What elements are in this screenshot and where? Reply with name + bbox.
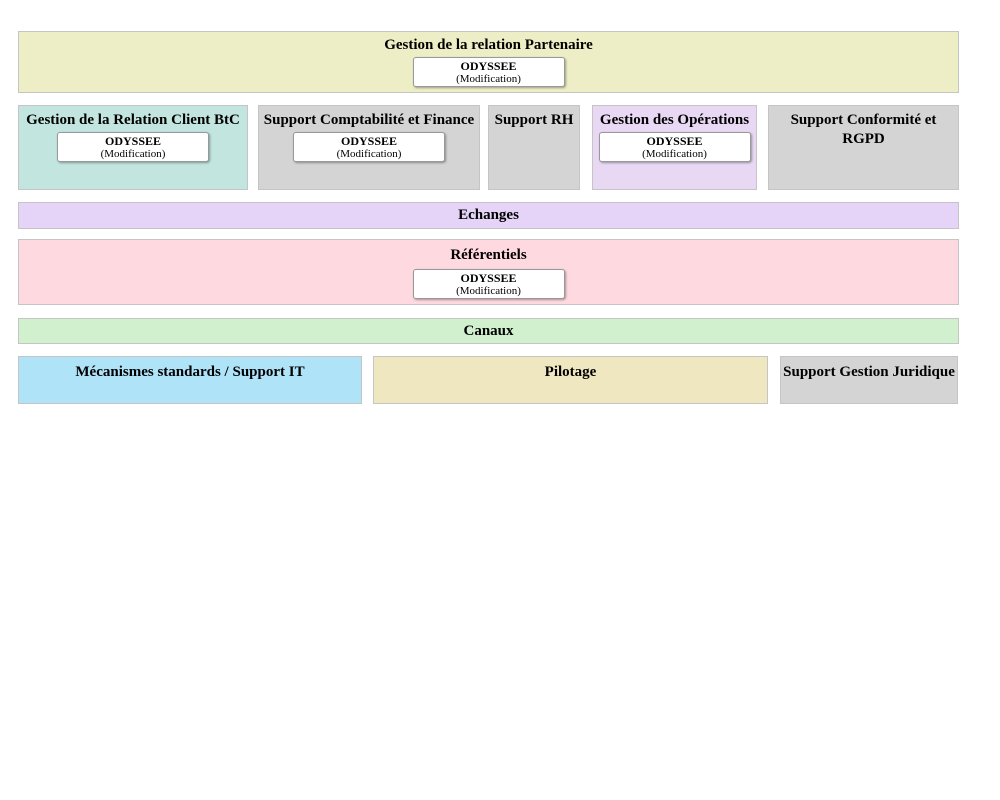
block-title: Mécanismes standards / Support IT (75, 364, 305, 380)
app-box-odyssee: ODYSSEE (Modification) (598, 132, 751, 162)
block-mecanismes-standards-support-it: Mécanismes standards / Support IT (18, 356, 362, 404)
app-box-odyssee: ODYSSEE (Modification) (412, 269, 565, 299)
block-title: Gestion des Opérations (599, 112, 750, 128)
app-name: ODYSSEE (340, 133, 398, 148)
block-pilotage: Pilotage (373, 356, 768, 404)
block-referentiels: Référentiels ODYSSEE (Modification) (18, 239, 959, 305)
block-title: Support Gestion Juridique (783, 364, 955, 380)
block-gestion-relation-client-btc: Gestion de la Relation Client BtC ODYSSE… (18, 105, 248, 190)
block-support-gestion-juridique: Support Gestion Juridique (780, 356, 958, 404)
block-support-comptabilite-finance: Support Comptabilité et Finance ODYSSEE … (258, 105, 480, 190)
app-name: ODYSSEE (646, 133, 703, 148)
app-name: ODYSSEE (460, 58, 517, 73)
block-title: Support Comptabilité et Finance (263, 112, 475, 128)
block-title: Référentiels (450, 247, 527, 263)
app-box-odyssee: ODYSSEE (Modification) (293, 132, 445, 162)
block-echanges: Echanges (18, 202, 959, 229)
app-box-odyssee: ODYSSEE (Modification) (412, 57, 565, 87)
block-support-conformite-rgpd: Support Conformité et RGPD (768, 105, 959, 190)
app-note: (Modification) (456, 72, 521, 85)
block-title: Gestion de la Relation Client BtC (26, 112, 240, 128)
app-note: (Modification) (100, 147, 166, 160)
block-title: Gestion de la relation Partenaire (384, 37, 593, 53)
app-name: ODYSSEE (104, 133, 162, 148)
block-title: Support RH (494, 112, 574, 128)
block-support-rh: Support RH (488, 105, 580, 190)
app-note: (Modification) (642, 147, 707, 160)
block-title: Pilotage (544, 364, 597, 380)
block-canaux: Canaux (18, 318, 959, 344)
app-note: (Modification) (336, 147, 402, 160)
block-title: Echanges (458, 207, 519, 223)
app-box-odyssee: ODYSSEE (Modification) (57, 132, 209, 162)
app-name: ODYSSEE (460, 270, 517, 285)
block-title: Canaux (463, 322, 514, 339)
app-note: (Modification) (456, 284, 521, 297)
block-title: Support Conformité et RGPD (790, 112, 937, 147)
block-gestion-relation-partenaire: Gestion de la relation Partenaire ODYSSE… (18, 31, 959, 93)
block-gestion-operations: Gestion des Opérations ODYSSEE (Modifica… (592, 105, 757, 190)
